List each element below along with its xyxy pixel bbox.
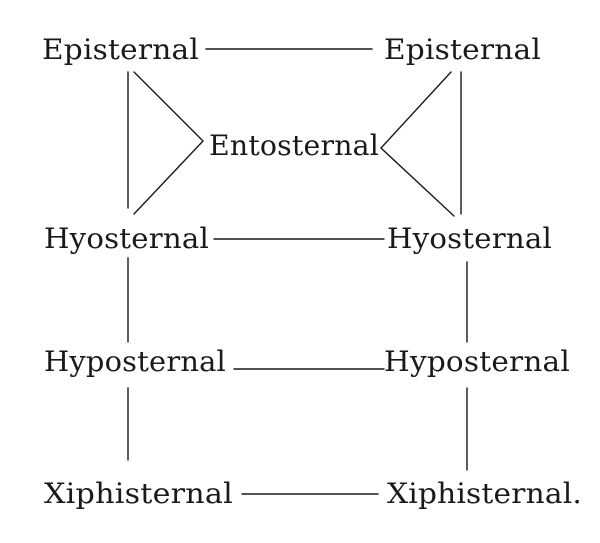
line-left-episternal-entosternal [133, 71, 204, 142]
label-xiphisternal-right: Xiphisternal. [387, 477, 582, 510]
line-right-episternal-entosternal [380, 71, 452, 149]
line-entosternal-right-hyosternal [380, 147, 455, 217]
label-hyposternal-left: Hyposternal [44, 345, 226, 378]
label-xiphisternal-left: Xiphisternal [44, 477, 233, 510]
label-entosternal: Entosternal [209, 129, 379, 162]
label-episternal-left: Episternal [42, 33, 199, 66]
line-entosternal-left-hyosternal [133, 140, 204, 215]
connector-lines [127, 48, 468, 495]
node-labels: Episternal Episternal Entosternal Hyoste… [42, 33, 582, 510]
label-hyosternal-left: Hyosternal [44, 222, 209, 255]
label-hyosternal-right: Hyosternal [387, 222, 552, 255]
label-hyposternal-right: Hyposternal [384, 345, 570, 378]
label-episternal-right: Episternal [384, 33, 541, 66]
